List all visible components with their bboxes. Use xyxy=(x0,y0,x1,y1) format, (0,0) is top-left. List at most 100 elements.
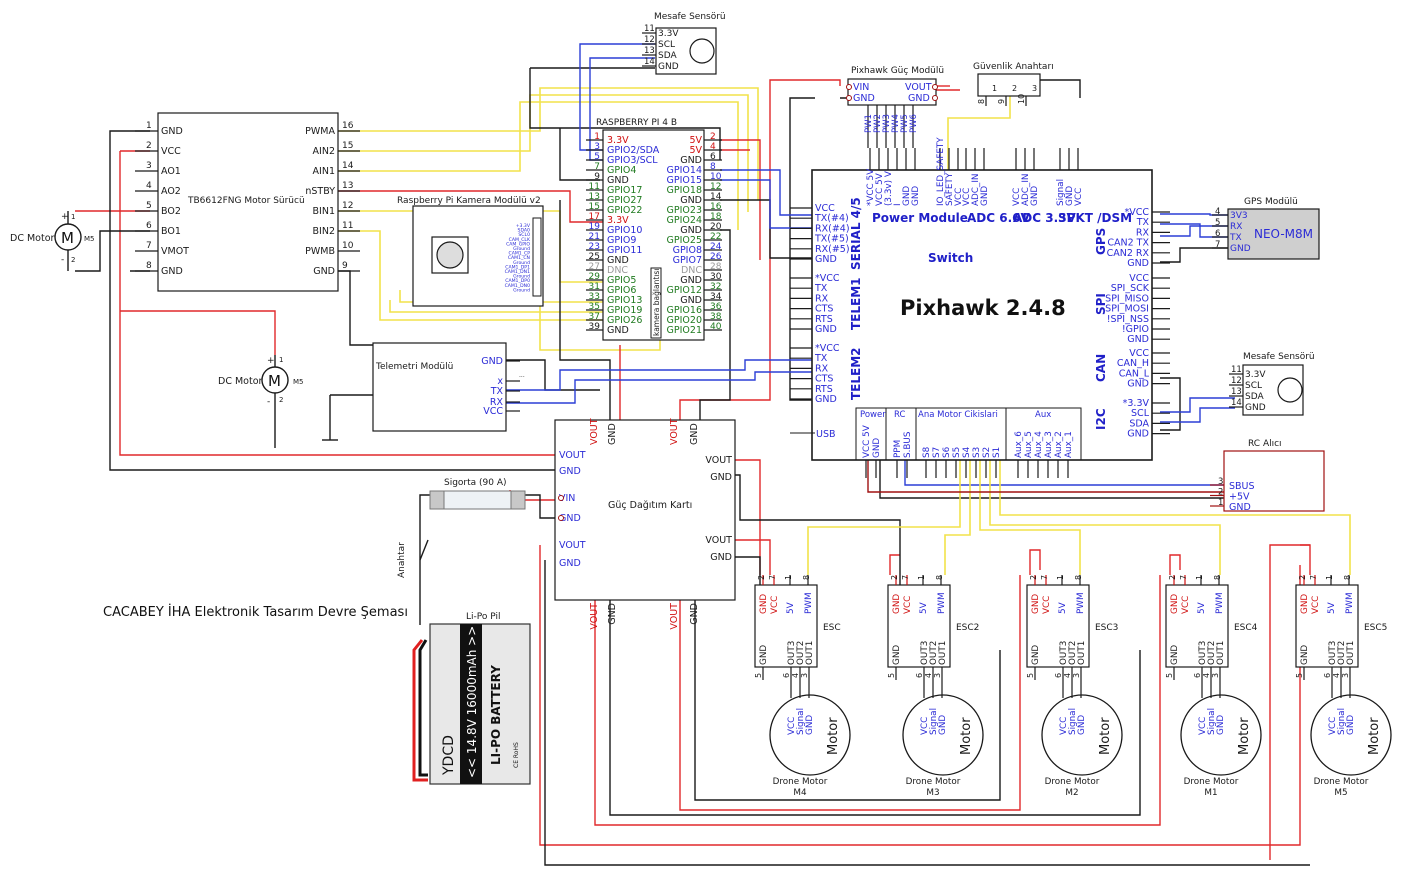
ph-right-pin: CAN_L xyxy=(1119,368,1150,379)
ph-right-pin: SPI_MOSI xyxy=(1105,304,1149,315)
camera-pin: CAM1_DP1 xyxy=(505,264,530,270)
pdb-bottom-pin: GND xyxy=(689,603,700,625)
pm-gnd-left: GND xyxy=(853,93,875,104)
esc-bottom-num: 5 xyxy=(1165,673,1174,678)
motor-pin: GND xyxy=(1077,715,1087,735)
pdb-bottom-pin: VOUT xyxy=(669,603,680,630)
md-left-pin-num: 7 xyxy=(146,241,152,251)
motor-pin: GND xyxy=(1216,715,1226,735)
md-left-pin-num: 3 xyxy=(146,161,152,171)
esc-name: ESC5 xyxy=(1364,623,1387,633)
ph-left-pin: CTS xyxy=(815,374,833,385)
esc-top-num: 2 xyxy=(1168,575,1177,580)
rpi-left-pin-name: GPIO22 xyxy=(607,205,642,216)
ph-top-pin: ADC_IN xyxy=(1021,173,1031,206)
motor-label: Motor xyxy=(1367,717,1382,755)
pdb-bottom-pin: GND xyxy=(607,603,618,625)
sw-pin-bottom: 10 xyxy=(1017,94,1026,104)
rc-title: RC Alıcı xyxy=(1248,439,1282,449)
md-right-pin-num: 10 xyxy=(342,241,354,251)
motor-driver-title: TB6612FNG Motor Sürücü xyxy=(187,196,305,206)
md-right-pin-num: 13 xyxy=(342,181,353,191)
rpi-right-pin-num: 10 xyxy=(710,172,722,182)
dc-motor-2-model: M5 xyxy=(293,378,304,386)
rpi-left-pin-num: 23 xyxy=(589,242,600,252)
ph-top-pin: VCC xyxy=(1074,188,1084,206)
md-left-pin-name: AO1 xyxy=(161,166,181,177)
esc-top-pin: PWM xyxy=(937,592,947,614)
rpi-left-pin-num: 9 xyxy=(594,172,600,182)
rpi-right-pin-name: GPIO8 xyxy=(673,245,702,256)
esc-top-pin: 5V xyxy=(919,602,929,614)
safety-switch-title: Güvenlik Anahtarı xyxy=(973,62,1054,72)
esc-bottom-num: 5 xyxy=(1295,673,1304,678)
pdb-top-pin: VOUT xyxy=(589,418,600,445)
esc-top-pin: PWM xyxy=(1215,592,1225,614)
esc-top-pin: VCC xyxy=(903,596,913,614)
gps-pin-name: RX xyxy=(1230,222,1242,232)
rpi-left-pin-num: 21 xyxy=(589,232,600,242)
esc-bottom-num: 3 xyxy=(1341,673,1350,678)
pdb-left-pin: VOUT xyxy=(559,450,586,461)
drone-motor-label: Drone Motor xyxy=(1045,777,1100,787)
ph-left-pin: GND xyxy=(815,324,837,335)
rpi-left-pin-name: 3.3V xyxy=(607,135,629,146)
esc-bottom-num: 5 xyxy=(887,673,896,678)
esc-bottom-num: 6 xyxy=(1054,673,1063,678)
telemetry-title: Telemetri Modülü xyxy=(375,362,453,372)
md-right-pin-name: AIN1 xyxy=(313,166,335,177)
esc-bottom-num: 4 xyxy=(1063,673,1072,678)
esc-name: ESC3 xyxy=(1095,623,1118,633)
ph-bottom-pin: S5 xyxy=(952,447,962,458)
rpi-left-pin-name: GPIO13 xyxy=(607,295,642,306)
ph-right-pin: *VCC xyxy=(1124,207,1149,218)
pw-pin: PW1 xyxy=(864,114,874,133)
esc-top-num: 8 xyxy=(1074,575,1083,580)
md-left-pin-num: 1 xyxy=(146,121,152,131)
wires xyxy=(75,43,1351,866)
rpi-left-pin-num: 37 xyxy=(589,312,600,322)
md-left-pin-name: GND xyxy=(161,266,183,277)
esc-bottom-num: 3 xyxy=(933,673,942,678)
ph-bottom-pin: GND xyxy=(872,438,882,458)
ph-top-pin: VCC xyxy=(962,188,972,206)
rpi-right-pin-name: GND xyxy=(680,295,702,306)
ph-left-pin: CTS xyxy=(815,304,833,315)
rpi-right-pin-name: GPIO25 xyxy=(667,235,702,246)
motor-pin: GND xyxy=(938,715,948,735)
main-switch: Anahtar xyxy=(397,539,429,578)
ph-bottom-pin: S4 xyxy=(962,446,972,458)
esc-bottom-pin: OUT1 xyxy=(938,641,948,665)
pdb-left-pin: GND xyxy=(559,466,581,477)
ph-top-pin: GND xyxy=(1030,186,1040,206)
esc-box xyxy=(1295,584,1359,668)
dc-motor-2-minus: - xyxy=(267,397,270,407)
pixhawk-adc33-label: ADC 3.3V xyxy=(1013,211,1076,225)
camera-pin: CAM_CLK xyxy=(509,237,531,243)
rpi-left-pin-num: 29 xyxy=(589,272,601,282)
tel-pin: VCC xyxy=(483,406,503,417)
rpi-right-pin-num: 40 xyxy=(710,322,722,332)
rpi-left-pin-name: GPIO17 xyxy=(607,185,642,196)
esc-bottom-pin: OUT3 xyxy=(1059,641,1069,665)
esc-bottom-pin: GND xyxy=(1170,645,1180,665)
esc-top-pin: GND xyxy=(1300,594,1310,614)
rpi-left-pin-num: 25 xyxy=(589,252,600,262)
drone-motor-label: Drone Motor xyxy=(1314,777,1369,787)
pdb-left-pin: GND xyxy=(559,558,581,569)
md-left-pin-name: BO2 xyxy=(161,206,181,217)
pixhawk-switch-label: Switch xyxy=(928,251,973,265)
ph-top-pin: GND xyxy=(911,186,921,206)
rpi-left-pin-num: 1 xyxy=(594,132,600,142)
camera-pin: CAM1_DN0 xyxy=(505,283,531,289)
rpi-left-pin-num: 17 xyxy=(589,212,600,222)
ph-top-pin: IO_LED_SAFETY xyxy=(936,137,946,206)
rpi-right-pin-num: 12 xyxy=(710,182,721,192)
ph-left-pin: RX(#5) xyxy=(815,244,850,255)
esc-bottom-pin: OUT3 xyxy=(1328,641,1338,665)
ds-pin-num: 13 xyxy=(1231,387,1242,397)
esc-bottom-pin: OUT2 xyxy=(1068,641,1078,665)
rpi-left-pin-name: GPIO19 xyxy=(607,305,642,316)
